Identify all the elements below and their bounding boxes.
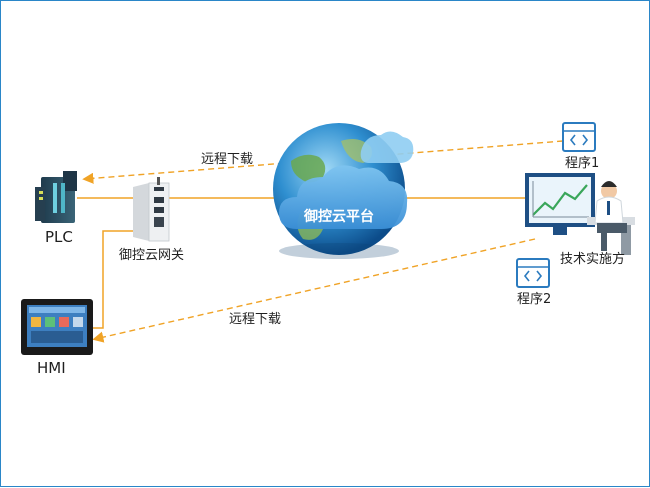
- program1-label: 程序1: [565, 156, 600, 171]
- workstation-icon: [525, 173, 635, 255]
- hmi-label: HMI: [37, 359, 66, 377]
- download-label-top: 远程下载: [201, 152, 254, 167]
- cloud-icon: [279, 131, 414, 229]
- plc-label: PLC: [45, 228, 73, 246]
- dashed-links: [82, 140, 564, 343]
- link-gateway-hmi: [93, 230, 139, 329]
- gateway-icon: [133, 177, 170, 242]
- solid-links: [77, 197, 525, 329]
- code-icon-1: [562, 122, 596, 152]
- program2-label: 程序2: [517, 292, 552, 307]
- code-icon-2: [516, 258, 550, 288]
- hmi-icon: [21, 299, 93, 355]
- download-arrow-bottom: [92, 238, 536, 343]
- download-label-bottom: 远程下载: [229, 312, 282, 327]
- tech-side-label: 技术实施方: [560, 252, 626, 267]
- gateway-label: 御控云网关: [119, 248, 185, 263]
- plc-icon: [35, 171, 77, 223]
- platform-label: 御控云平台: [304, 209, 374, 225]
